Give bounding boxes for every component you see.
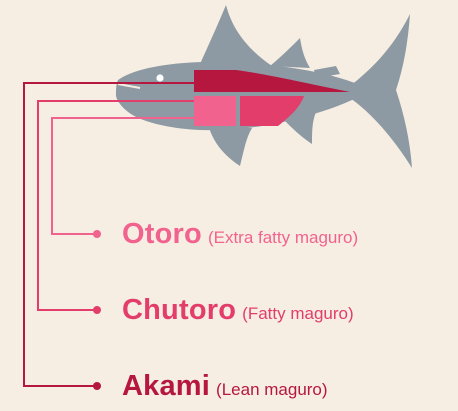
- akami-label: Akami (Lean maguro): [122, 372, 328, 401]
- otoro-dot: [93, 230, 101, 238]
- tuna-dorsal-fin: [200, 5, 272, 66]
- akami-name: Akami: [122, 370, 210, 402]
- chutoro-name: Chutoro: [122, 294, 236, 326]
- otoro-section: [194, 96, 236, 126]
- tuna-tail: [350, 14, 412, 168]
- otoro-description: (Extra fatty maguro): [208, 228, 358, 247]
- tuna-eye: [156, 74, 163, 81]
- tuna-pelvic-fin: [208, 124, 252, 166]
- tuna-second-dorsal-fin: [270, 38, 310, 68]
- otoro-leader-line: [52, 118, 194, 234]
- akami-description: (Lean maguro): [216, 380, 328, 399]
- chutoro-description: (Fatty maguro): [242, 304, 353, 323]
- akami-dot: [93, 382, 101, 390]
- chutoro-leader-line: [38, 101, 194, 310]
- otoro-name: Otoro: [122, 218, 202, 250]
- chutoro-dot: [93, 306, 101, 314]
- chutoro-label: Chutoro (Fatty maguro): [122, 296, 354, 325]
- otoro-label: Otoro (Extra fatty maguro): [122, 220, 358, 249]
